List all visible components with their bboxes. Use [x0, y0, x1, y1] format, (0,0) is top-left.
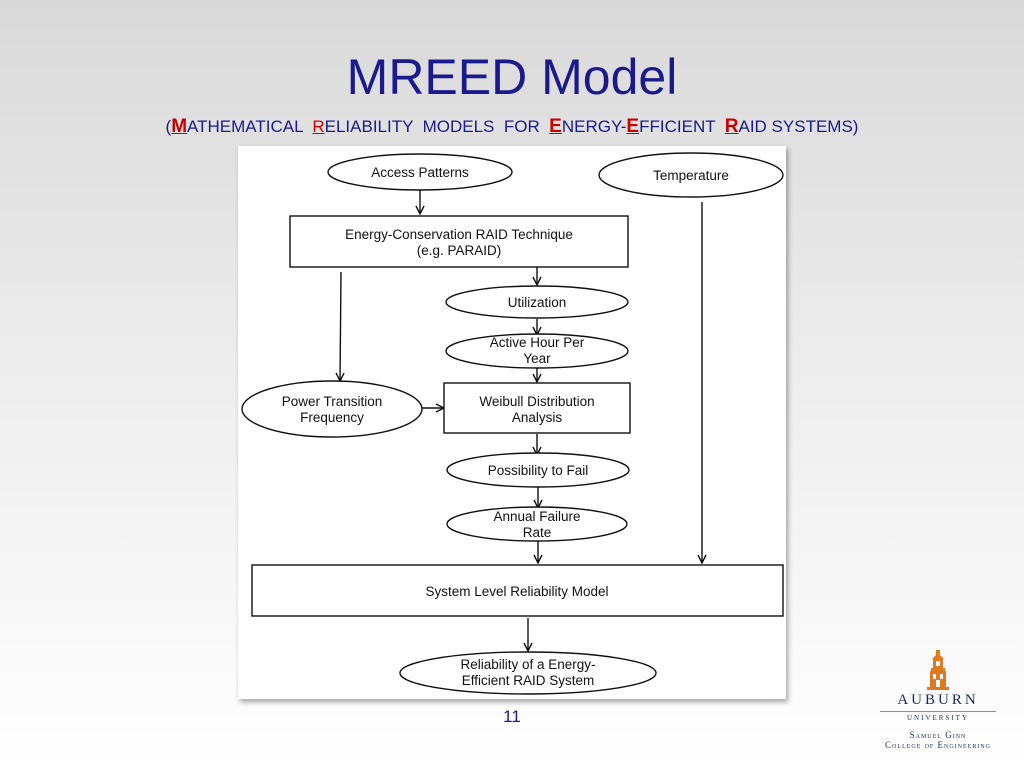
logo-university-text: UNIVERSITY — [907, 714, 969, 722]
subtitle-letter-r: R — [312, 117, 325, 136]
label-power-transition-line1: Power Transition — [282, 394, 383, 409]
auburn-logo: AUBURN UNIVERSITY Samuel Ginn College of… — [868, 650, 1008, 760]
node-active-hour — [445, 333, 629, 369]
label-temperature: Temperature — [653, 168, 729, 183]
node-power-transition — [241, 380, 423, 438]
label-power-transition-line2: Frequency — [300, 410, 364, 425]
logo-auburn-text: AUBURN — [897, 692, 979, 708]
label-access-patterns: Access Patterns — [371, 165, 469, 180]
subtitle-word-eliability: ELIABILITY MODELS FOR — [324, 117, 550, 136]
label-afr-line2: Rate — [523, 525, 552, 540]
label-active-hour-line2: Year — [523, 351, 551, 366]
label-reliability-line2: Efficient RAID System — [462, 673, 595, 688]
slide-subtitle: (MATHEMATICAL RELIABILITY MODELS FOR ENE… — [0, 116, 1024, 138]
node-system-level-model — [251, 564, 784, 617]
auburn-tower-icon — [927, 650, 949, 690]
logo-samuel-ginn-text: Samuel Ginn — [909, 730, 967, 740]
flowchart: Access Patterns Temperature Energy-Conse… — [241, 152, 784, 695]
subtitle-letter-r2: R — [724, 116, 739, 137]
page-number: 11 — [503, 707, 521, 726]
label-reliability-line1: Reliability of a Energy- — [460, 657, 595, 672]
label-active-hour-line1: Active Hour Per — [490, 335, 585, 350]
subtitle-word-athematical: ATHEMATICAL — [187, 117, 313, 136]
subtitle-word-nergy: NERGY- — [561, 117, 627, 136]
logo-rule — [880, 711, 996, 712]
node-access-patterns — [327, 153, 513, 191]
node-reliability-system — [399, 651, 657, 695]
diagram-panel: Access Patterns Temperature Energy-Conse… — [238, 146, 786, 699]
label-utilization: Utilization — [508, 295, 567, 310]
subtitle-word-fficient: FFICIENT — [639, 117, 725, 136]
node-possibility-to-fail — [446, 452, 630, 488]
node-utilization — [445, 285, 629, 319]
slide-title: MREED Model — [346, 49, 678, 105]
subtitle-letter-e1: E — [549, 116, 562, 137]
node-temperature — [598, 152, 784, 198]
label-technique-line1: Energy-Conservation RAID Technique — [345, 227, 573, 242]
label-technique-line2: (e.g. PARAID) — [417, 243, 502, 258]
node-weibull — [443, 382, 631, 434]
arrow-technique-to-power-transition — [340, 271, 341, 381]
label-system-level-model: System Level Reliability Model — [425, 584, 608, 599]
label-weibull-line1: Weibull Distribution — [479, 394, 594, 409]
label-possibility-to-fail: Possibility to Fail — [488, 463, 589, 478]
label-afr-line1: Annual Failure — [493, 509, 580, 524]
node-annual-failure-rate — [446, 506, 628, 542]
logo-college-text: College of Engineering — [885, 740, 991, 750]
subtitle-open-paren: ( — [165, 117, 172, 136]
subtitle-letter-m: M — [171, 116, 188, 137]
node-energy-conservation-technique — [289, 215, 629, 268]
subtitle-letter-e2: E — [626, 116, 640, 137]
label-weibull-line2: Analysis — [512, 410, 563, 425]
subtitle-word-aid-systems: AID SYSTEMS) — [738, 117, 859, 136]
